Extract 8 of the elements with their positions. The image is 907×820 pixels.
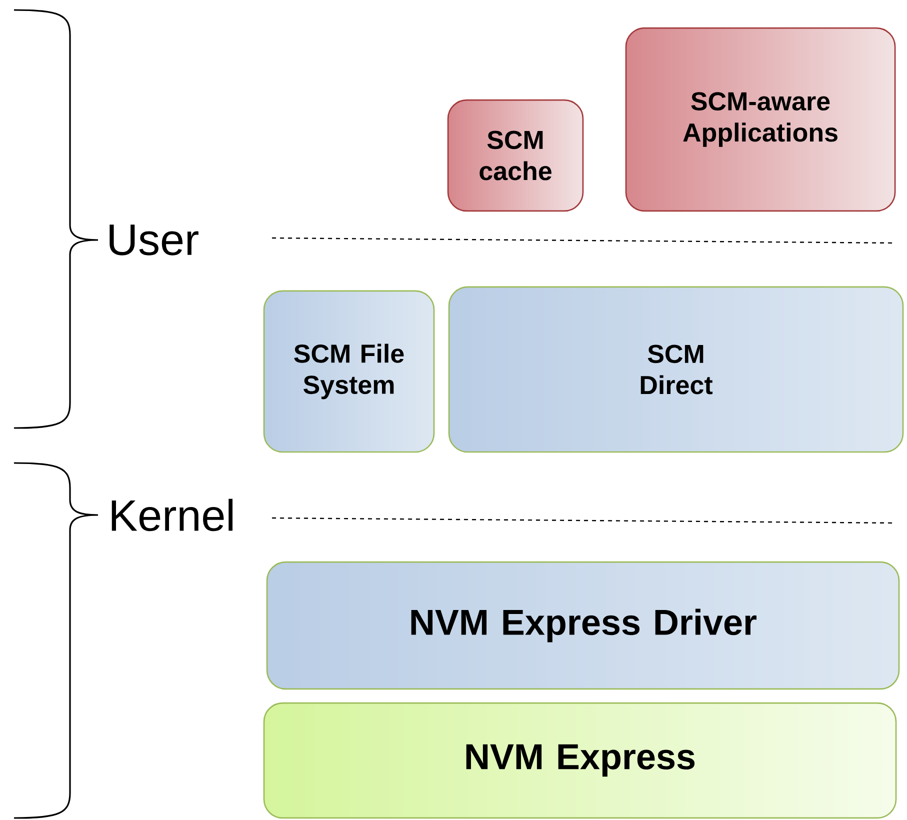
layer-box: SCM-aware Applications (625, 27, 896, 212)
layer-box: SCM cache (447, 99, 584, 212)
layer-box: SCM Direct (448, 286, 904, 453)
layer-box: NVM Express Driver (266, 561, 900, 690)
layer-box: SCM File System (263, 290, 435, 453)
layer-label: Kernel (112, 498, 232, 532)
layer-label: User (110, 224, 198, 256)
layer-box: NVM Express (263, 702, 897, 819)
